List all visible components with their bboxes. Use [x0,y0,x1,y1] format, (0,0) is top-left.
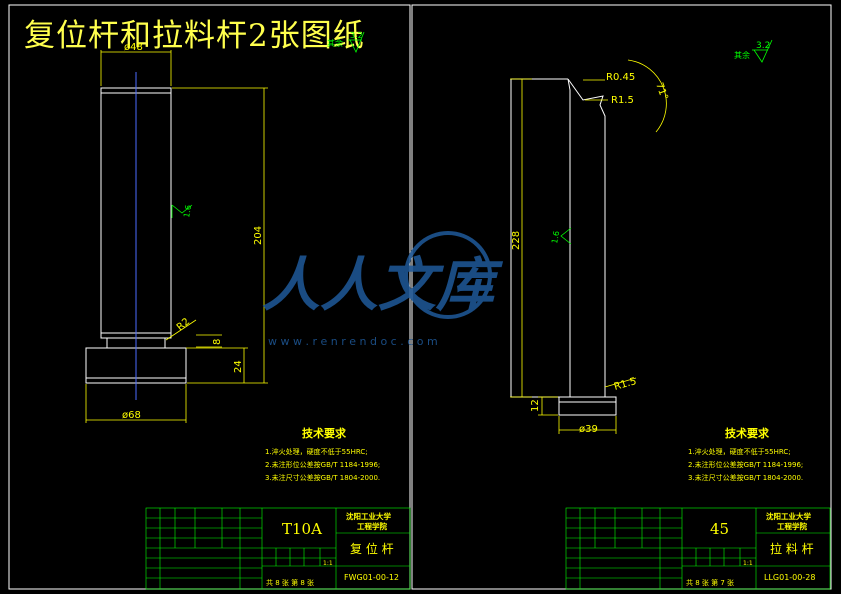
right-dim-length-total: 228 [511,231,522,250]
left-roughness-corner-label: 其余 [327,38,343,48]
right-tb-sheet-info: 共 8 张 第 7 张 [686,578,734,587]
left-dim-step-small: 8 [212,339,223,345]
left-dimension-lines [85,50,268,423]
left-tb-college: 工程学院 [357,521,387,531]
left-dim-length-total: 204 [253,226,264,245]
right-tb-part-name: 拉 料 杆 [770,541,814,556]
watermark: 人人文库 w w w . r e n r e n d o c . c o m [262,231,504,348]
left-tb-material: T10A [282,520,322,538]
right-dim-hook-radius: R1.5 [611,95,634,106]
left-roughness-surface: 1.6 [171,204,193,218]
right-note-2: 2.未注形位公差按GB/T 1184-1996; [688,460,803,469]
right-roughness-corner-value: 3.2 [756,41,770,51]
page-title: 复位杆和拉料杆2张图纸 [24,18,365,54]
left-tb-drawing-no: FWG01-00-12 [344,573,399,582]
left-tb-scale: 1:1 [323,560,333,567]
right-tb-drawing-no: LLG01-00-28 [764,573,815,582]
right-dimension-lines [510,59,667,434]
right-tb-school: 沈阳工业大学 [766,511,811,521]
watermark-logo-ring [404,231,492,319]
right-roughness-corner: 其余 3.2 [734,39,773,63]
left-note-2: 2.未注形位公差按GB/T 1184-1996; [265,460,380,469]
right-dim-head-diameter: ø39 [579,424,598,435]
right-roughness-surface-value: 1.6 [550,230,561,244]
left-note-1: 1.淬火处理，硬度不低于55HRC; [265,447,368,456]
right-tb-college: 工程学院 [777,521,807,531]
right-titleblock-grid [565,507,831,590]
left-dim-head-diameter: ø68 [122,410,141,421]
right-note-3: 3.未注尺寸公差按GB/T 1804-2000. [688,473,803,482]
watermark-brand: 人人文库 [262,251,504,319]
right-roughness-surface: 1.6 [550,227,572,244]
left-tb-part-name: 复 位 杆 [350,541,394,556]
left-dim-top-diameter: ø48 [124,42,143,53]
left-roughness-corner: 其余 3.2 [327,31,365,53]
left-titleblock-grid [145,507,411,590]
right-dim-head-height: 12 [530,399,541,412]
right-tb-material: 45 [710,520,729,538]
right-note-1: 1.淬火处理，硬度不低于55HRC; [688,447,791,456]
left-roughness-surface-value: 1.6 [182,204,193,218]
left-roughness-corner-value: 3.2 [350,31,363,40]
watermark-url: w w w . r e n r e n d o c . c o m [268,335,438,348]
left-tb-sheet-info: 共 8 张 第 8 张 [266,578,314,587]
right-part-drawing [510,78,617,416]
left-note-3: 3.未注尺寸公差按GB/T 1804-2000. [265,473,380,482]
right-dim-angle: 71° [653,81,669,101]
left-dim-head-height: 24 [233,360,244,373]
right-dim-fillet: R1.5 [613,376,638,393]
left-notes-title: 技术要求 [302,426,347,440]
left-tb-school: 沈阳工业大学 [346,511,391,521]
right-roughness-corner-label: 其余 [734,50,750,60]
right-dim-tip-radius: R0.45 [606,72,635,83]
left-dim-fillet: R2 [175,316,192,333]
right-notes-title: 技术要求 [725,426,770,440]
right-tb-scale: 1:1 [743,560,753,567]
